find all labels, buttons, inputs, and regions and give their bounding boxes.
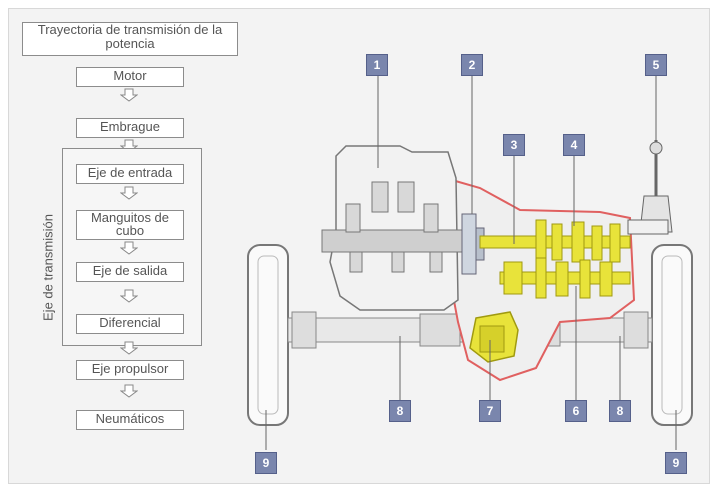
callout-7: 7 (479, 400, 501, 422)
right-tire (652, 245, 692, 425)
callout-9-left: 9 (255, 452, 277, 474)
callout-1: 1 (366, 54, 388, 76)
callout-8-right: 8 (609, 400, 631, 422)
callout-3: 3 (503, 134, 525, 156)
callout-8-left: 8 (389, 400, 411, 422)
callout-5: 5 (645, 54, 667, 76)
clutch (462, 214, 476, 274)
callout-4: 4 (563, 134, 585, 156)
left-tire (248, 245, 288, 425)
callout-6: 6 (565, 400, 587, 422)
callout-2: 2 (461, 54, 483, 76)
callout-9-right: 9 (665, 452, 687, 474)
